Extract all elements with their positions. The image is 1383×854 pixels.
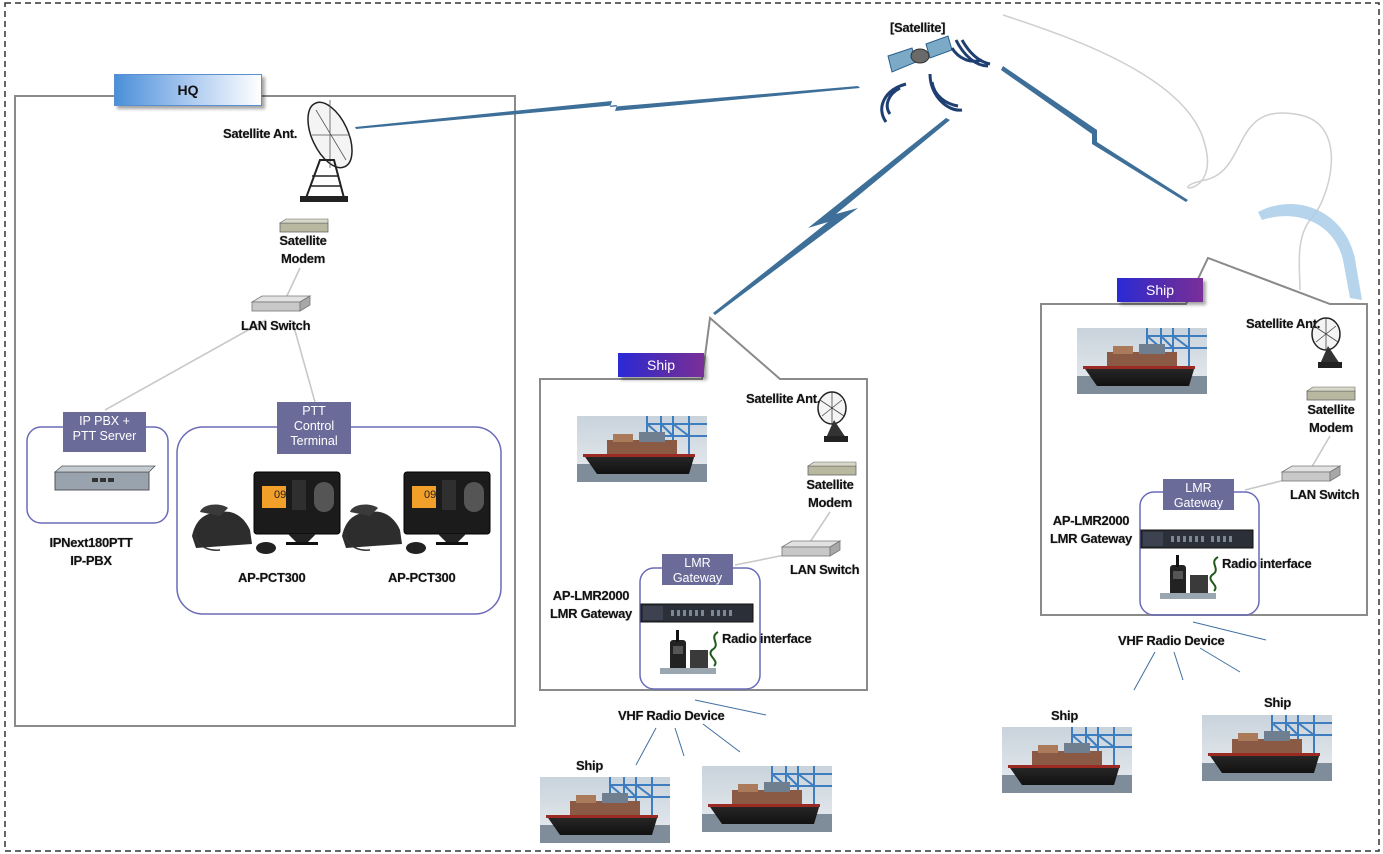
hq-satellite-link	[355, 86, 860, 129]
ship-right-satellite-modem-label: Satellite Modem	[1296, 401, 1366, 437]
ptt-terminal-2-screen-value: 09	[424, 489, 436, 501]
right-cable	[1002, 14, 1333, 291]
ship-center-satellite-modem-label: Satellite Modem	[795, 476, 865, 512]
ship-right-lmr-tag: LMR Gateway	[1163, 479, 1234, 510]
right-switch-lmr-link	[1244, 479, 1286, 491]
ship-center-photo	[576, 415, 708, 483]
ship-center-satellite-modem-line-1: Satellite	[806, 477, 854, 492]
center-ship-photo-1	[539, 776, 671, 844]
right-ship-photo-1	[1001, 726, 1133, 794]
ship-center-lmr-name-label: AP-LMR2000 LMR Gateway	[543, 587, 639, 623]
ship-center-lmr-tag-line-2: Gateway	[672, 571, 723, 585]
ship-right-header: Ship	[1117, 278, 1203, 302]
ship-right-satellite-modem-line-2: Modem	[1308, 420, 1353, 435]
ship-right-lmr-gateway-icon	[1140, 529, 1254, 549]
ship-right-lmr-name-line-2: LMR Gateway	[1050, 531, 1132, 546]
hq-box	[14, 95, 516, 727]
right-satellite-link	[1001, 66, 1188, 202]
ship-center-header: Ship	[618, 353, 704, 377]
hq-satellite-modem-label: Satellite Modem	[268, 232, 338, 268]
hq-modem-switch-link	[284, 267, 301, 301]
ship-right-satellite-modem-line-1: Satellite	[1307, 402, 1355, 417]
ip-pbx-tag: IP PBX + PTT Server	[63, 412, 146, 452]
ship-right-bottom-ship-label-2: Ship	[1264, 695, 1291, 710]
ship-right-lan-switch-label: LAN Switch	[1290, 487, 1360, 502]
hq-switch-pbx-link	[104, 319, 267, 411]
right-ship-photo-2	[1201, 714, 1333, 782]
ship-center-vhf-label: VHF Radio Device	[618, 708, 725, 723]
ship-center-lmr-gateway-icon	[640, 603, 754, 623]
diagram-frame	[4, 2, 1380, 852]
ship-right-lmr-tag-line-1: LMR	[1185, 481, 1212, 495]
center-vhf-wave-1	[694, 699, 767, 716]
hq-satellite-modem-label-line-2: Modem	[280, 251, 325, 266]
ptt-tag-line-1: PTT	[302, 404, 326, 418]
hq-lan-switch-icon	[251, 295, 311, 312]
right-modem-switch-link	[1309, 435, 1331, 471]
hq-switch-ptt-link	[291, 319, 316, 403]
satellite-icon	[887, 35, 953, 73]
ship-center-radio-interface-label: Radio interface	[722, 631, 812, 646]
center-modem-switch-link	[809, 511, 831, 543]
center-vhf-wave-4	[702, 723, 741, 753]
hq-header: HQ	[114, 74, 262, 106]
ip-pbx-name-label: IPNext180PTT IP-PBX	[36, 534, 146, 570]
ptt-tag-line-2: Control	[293, 419, 335, 433]
ship-center-lmr-name-line-1: AP-LMR2000	[552, 588, 630, 603]
ship-right-lmr-tag-line-2: Gateway	[1173, 496, 1224, 510]
hq-satellite-antenna-icon	[300, 100, 353, 202]
ip-pbx-device-icon	[53, 465, 156, 491]
right-vhf-wave-4	[1199, 647, 1241, 673]
ship-right-lan-switch-icon	[1281, 465, 1341, 482]
hq-lan-switch-label: LAN Switch	[241, 318, 311, 333]
ship-center-satellite-modem-icon	[807, 461, 857, 476]
ship-right-bottom-ship-label-1: Ship	[1051, 708, 1078, 723]
satellite-signal-icon	[880, 39, 991, 123]
ship-center-lmr-tag: LMR Gateway	[662, 554, 733, 585]
center-satellite-link	[713, 118, 950, 315]
ptt-tag: PTT Control Terminal	[277, 402, 351, 454]
center-vhf-wave-2	[635, 727, 657, 766]
ship-right-photo	[1076, 327, 1208, 395]
hq-satellite-antenna-label: Satellite Ant.	[223, 126, 298, 141]
ip-pbx-name-line-1: IPNext180PTT	[49, 535, 133, 550]
ip-pbx-tag-line-2: PTT Server	[72, 429, 137, 443]
ptt-terminal-1-label: AP-PCT300	[238, 570, 306, 585]
ship-right-lmr-name-label: AP-LMR2000 LMR Gateway	[1043, 512, 1139, 548]
center-vhf-wave-3	[674, 727, 685, 757]
ship-right-vhf-label: VHF Radio Device	[1118, 633, 1225, 648]
ptt-tag-line-3: Terminal	[290, 434, 338, 448]
right-vhf-wave-1	[1192, 621, 1267, 641]
ptt-terminal-2-label: AP-PCT300	[388, 570, 456, 585]
ship-right-satellite-modem-icon	[1306, 386, 1356, 401]
right-cable-arrow	[1258, 203, 1362, 300]
ship-right-lmr-name-line-1: AP-LMR2000	[1052, 513, 1130, 528]
ship-center-lmr-name-line-2: LMR Gateway	[550, 606, 632, 621]
satellite-label: [Satellite]	[890, 20, 946, 35]
ship-center-bottom-ship-label: Ship	[576, 758, 603, 773]
ship-center-lan-switch-label: LAN Switch	[790, 562, 860, 577]
ship-center-satellite-modem-line-2: Modem	[807, 495, 852, 510]
right-vhf-wave-3	[1173, 651, 1184, 681]
ip-pbx-tag-line-1: IP PBX +	[79, 414, 130, 428]
ship-center-lan-switch-icon	[781, 540, 841, 557]
ip-pbx-name-line-2: IP-PBX	[70, 553, 112, 568]
ship-center-lmr-tag-line-1: LMR	[684, 556, 711, 570]
center-ship-photo-2	[701, 765, 833, 833]
ship-right-satellite-antenna-label: Satellite Ant.	[1246, 316, 1321, 331]
ship-right-radio-interface-label: Radio interface	[1222, 556, 1312, 571]
ship-center-satellite-antenna-label: Satellite Ant.	[746, 391, 821, 406]
right-vhf-wave-2	[1133, 651, 1156, 691]
hq-satellite-modem-label-line-1: Satellite	[279, 233, 327, 248]
hq-satellite-modem-icon	[279, 218, 329, 233]
center-switch-lmr-link	[734, 554, 786, 566]
ptt-terminal-1-screen-value: 09	[274, 489, 286, 501]
